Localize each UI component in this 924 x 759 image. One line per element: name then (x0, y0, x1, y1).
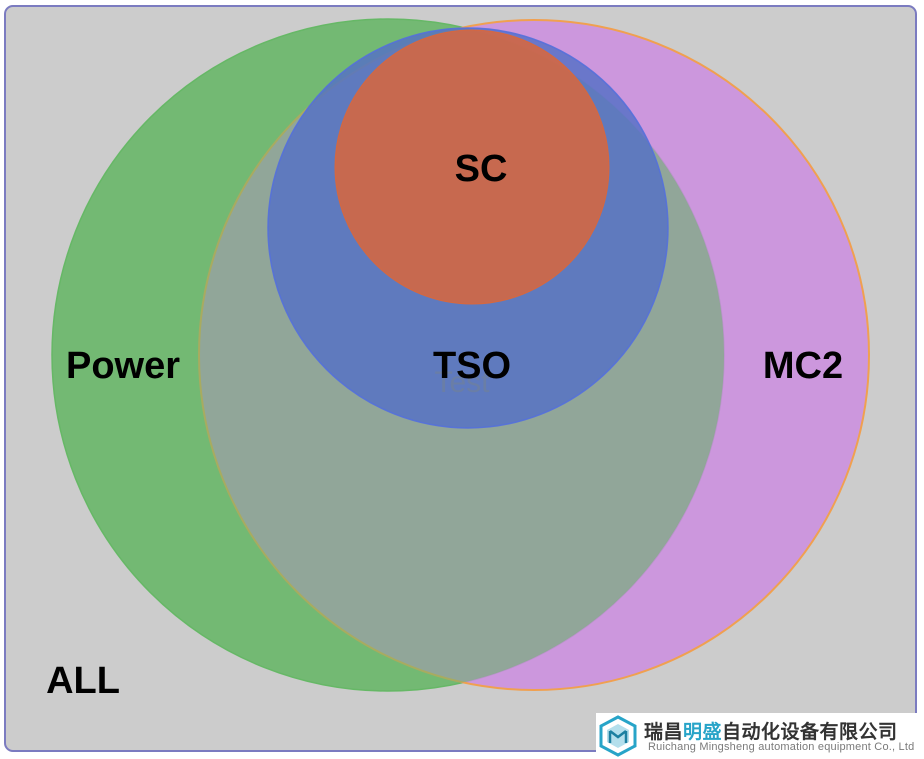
company-name-suffix: 自动化设备有限公司 (722, 721, 898, 743)
set-sc-region (334, 29, 610, 305)
company-name-prefix: 瑞昌 (644, 721, 684, 743)
company-name: 瑞昌明盛自动化设备有限公司 (644, 717, 898, 744)
ghost-text: Test (434, 366, 490, 399)
company-subtitle: Ruichang Mingsheng automation equipment … (648, 741, 915, 753)
label-all: ALL (46, 660, 120, 702)
watermark: 瑞昌明盛自动化设备有限公司 Ruichang Mingsheng automat… (596, 713, 924, 759)
label-sc: SC (455, 148, 508, 190)
label-power: Power (66, 345, 180, 387)
label-tso: TSO (433, 345, 511, 387)
label-mc2: MC2 (763, 345, 843, 387)
company-name-accent: 明盛 (683, 721, 723, 743)
hexagon-cube-logo-icon (599, 715, 637, 757)
